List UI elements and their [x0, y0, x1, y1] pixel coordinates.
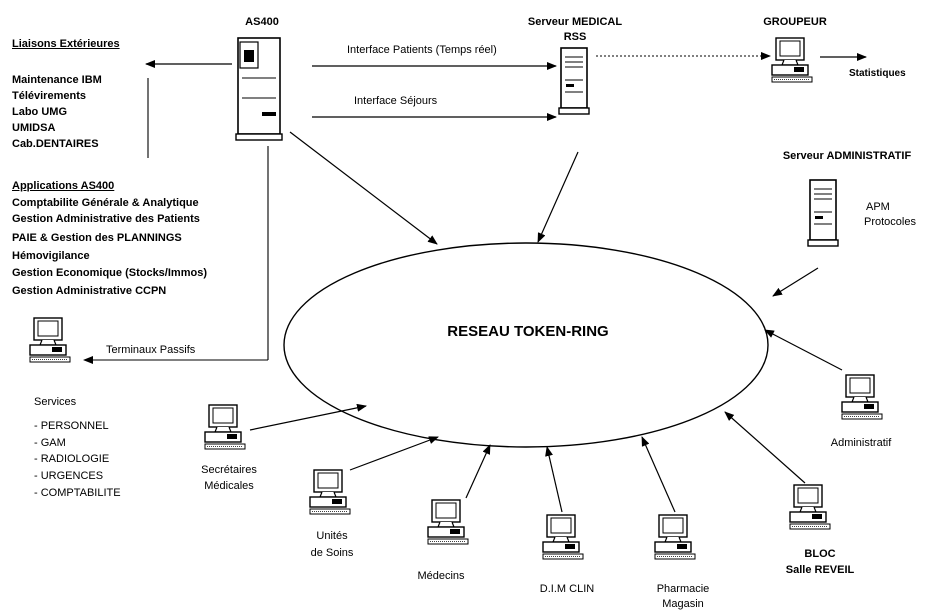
as400-label: AS400	[245, 16, 279, 28]
liaison-item: Cab.DENTAIRES	[12, 138, 99, 150]
medecins-workstation-icon	[427, 499, 469, 545]
groupeur-workstation-icon	[771, 37, 813, 83]
medical-server-label: Serveur MEDICAL	[527, 16, 623, 28]
secretaires-workstation-icon	[204, 404, 246, 450]
bloc-label-2: Salle REVEIL	[785, 564, 855, 576]
administratif-label: Administratif	[830, 437, 892, 449]
service-item: - PERSONNEL	[34, 420, 109, 432]
liaison-item: Télévirements	[12, 90, 86, 102]
network-label: RESEAU TOKEN-RING	[447, 323, 609, 340]
as400-server-icon	[235, 37, 283, 141]
statistiques-label: Statistiques	[849, 68, 906, 79]
apm-label: APM	[866, 201, 890, 213]
medecins-label: Médecins	[417, 570, 465, 582]
application-item: Gestion Administrative des Patients	[12, 213, 200, 225]
interface-patients-label: Interface Patients (Temps réel)	[347, 44, 497, 56]
rss-label: RSS	[563, 31, 587, 43]
services-heading: Services	[34, 396, 77, 408]
passive-terminal-icon	[29, 317, 71, 363]
pharmacie-label-1: Pharmacie	[656, 583, 710, 595]
protocoles-label: Protocoles	[864, 216, 916, 228]
admin-server-icon	[809, 179, 837, 241]
arrow-dim-ring	[545, 446, 563, 513]
application-item: Hémovigilance	[12, 250, 90, 262]
arrow-pharmacie-ring	[641, 436, 676, 513]
arrow-bloc-ring	[724, 411, 806, 484]
pharmacie-label-2: Magasin	[662, 598, 704, 610]
service-item: - GAM	[34, 437, 66, 449]
applications-heading: Applications AS400	[12, 180, 115, 192]
arrow-administratif-ring	[764, 329, 843, 371]
liaison-item: Labo UMG	[12, 106, 67, 118]
pharmacie-workstation-icon	[654, 514, 696, 560]
secretaires-label-1: Secrétaires	[201, 464, 257, 476]
liaison-item: Maintenance IBM	[12, 74, 102, 86]
liaison-item: UMIDSA	[12, 122, 56, 134]
arrow-secretaires-ring	[249, 403, 367, 431]
arrow-medical-ring	[537, 151, 579, 243]
arrow-unites-ring	[349, 436, 439, 471]
unites-workstation-icon	[309, 469, 351, 515]
arrow-admin-ring	[772, 267, 819, 297]
service-item: - RADIOLOGIE	[34, 453, 110, 465]
application-item: PAIE & Gestion des PLANNINGS	[12, 232, 182, 244]
terminaux-passifs-label: Terminaux Passifs	[106, 344, 196, 356]
bloc-label-1: BLOC	[804, 548, 836, 560]
interface-sejours-label: Interface Séjours	[354, 95, 438, 107]
administratif-workstation-icon	[841, 374, 883, 420]
service-item: - URGENCES	[34, 470, 104, 482]
medical-server-icon	[560, 47, 588, 109]
application-item: Gestion Administrative CCPN	[12, 285, 167, 297]
unites-label-1: Unités	[316, 530, 348, 542]
secretaires-label-2: Médicales	[204, 480, 254, 492]
groupeur-label: GROUPEUR	[763, 16, 827, 28]
dim-workstation-icon	[542, 514, 584, 560]
service-item: - COMPTABILITE	[34, 487, 121, 499]
unites-label-2: de Soins	[310, 547, 354, 559]
arrow-as400-ring	[289, 131, 438, 245]
liaisons-heading: Liaisons Extérieures	[12, 38, 120, 50]
arrow-medecins-ring	[465, 444, 491, 499]
application-item: Comptabilite Générale & Analytique	[12, 197, 199, 209]
token-ring-ellipse	[283, 242, 769, 448]
dim-label: D.I.M CLIN	[539, 583, 595, 595]
admin-server-label: Serveur ADMINISTRATIF	[782, 150, 912, 162]
application-item: Gestion Economique (Stocks/Immos)	[12, 267, 207, 279]
bloc-workstation-icon	[789, 484, 831, 530]
